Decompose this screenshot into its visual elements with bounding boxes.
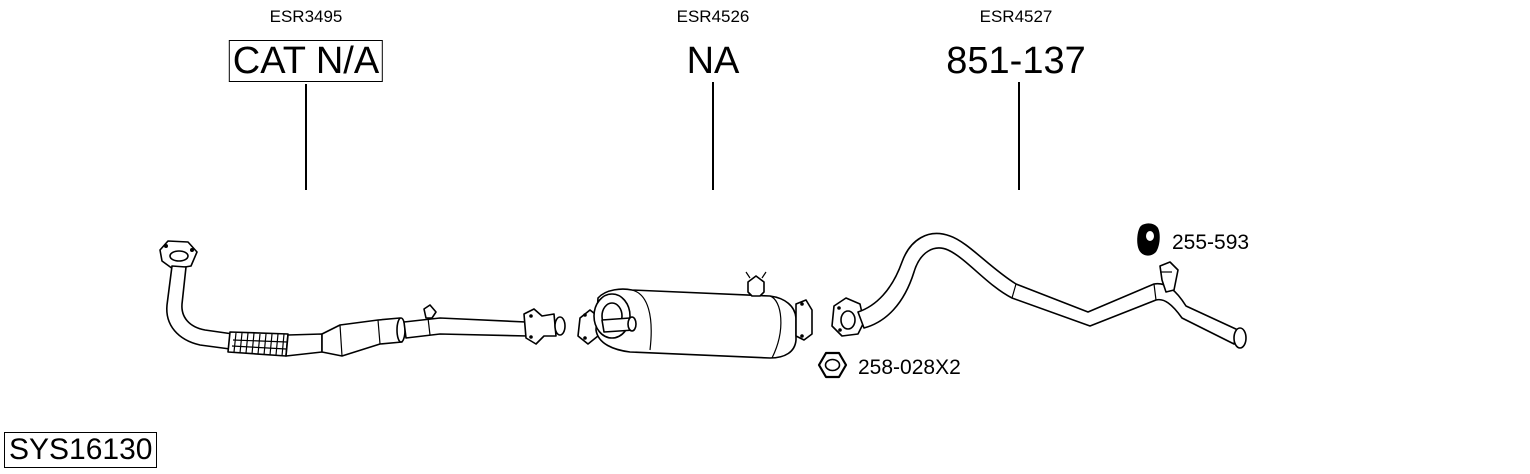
section-ref-esr4527: ESR4527 xyxy=(979,7,1053,26)
leader-line-section-2 xyxy=(712,82,714,190)
rear-pipe[interactable] xyxy=(831,232,1247,349)
section-ref-esr3495: ESR3495 xyxy=(269,7,343,26)
part-number-851-137[interactable]: 851-137 xyxy=(946,40,1086,82)
part-number-na[interactable]: NA xyxy=(686,40,740,82)
part-number-cat-na[interactable]: CAT N/A xyxy=(228,40,384,82)
rubber-hanger-icon[interactable] xyxy=(1137,223,1160,256)
system-code-box: SYS16130 xyxy=(4,432,158,468)
leader-line-section-1 xyxy=(305,84,307,190)
hex-nut-icon[interactable] xyxy=(817,351,848,379)
section-ref-esr4526: ESR4526 xyxy=(676,7,750,26)
accessory-label-nut[interactable]: 258-028X2 xyxy=(858,356,961,379)
front-pipe-with-catalyst[interactable] xyxy=(159,240,566,357)
leader-line-section-3 xyxy=(1018,82,1020,190)
accessory-label-hanger[interactable]: 255-593 xyxy=(1172,231,1250,254)
centre-silencer[interactable] xyxy=(577,271,813,359)
